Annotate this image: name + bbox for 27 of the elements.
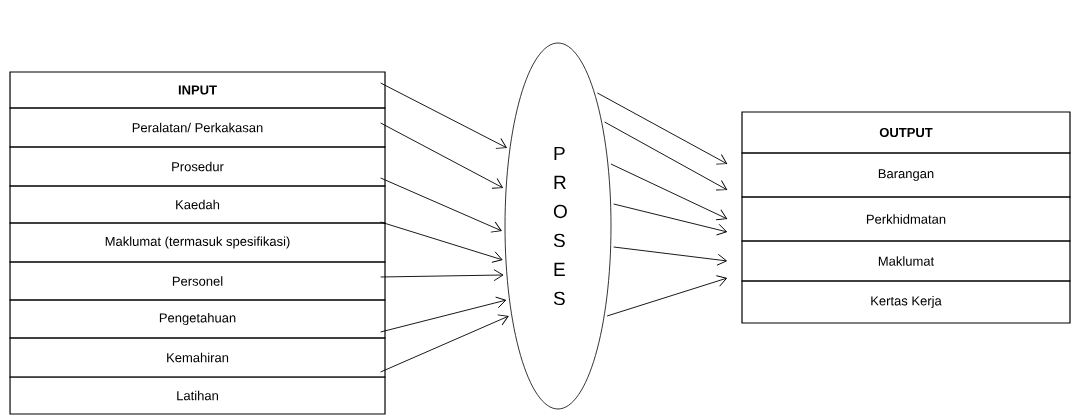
arrow	[613, 203, 727, 236]
table-row: Kertas Kerja	[741, 280, 1071, 324]
table-row: Kemahiran	[9, 337, 386, 378]
arrow	[380, 82, 507, 149]
arrow	[596, 92, 728, 165]
table-row: Kaedah	[9, 185, 386, 224]
arrow	[606, 275, 728, 317]
table-row: Barangan	[741, 152, 1071, 198]
arrow	[380, 221, 503, 263]
header-cell: INPUT	[9, 71, 386, 109]
table-row: Prosedur	[9, 146, 386, 187]
arrow	[610, 163, 728, 221]
arrow	[613, 246, 727, 266]
arrow	[380, 122, 503, 189]
table-row: Pengetahuan	[9, 299, 386, 339]
table-row: Personel	[9, 261, 386, 301]
table-row: Peralatan/ Perkakasan	[9, 107, 386, 148]
header-cell: OUTPUT	[741, 111, 1071, 154]
table-row: Perkhidmatan	[741, 196, 1071, 242]
table-row: Latihan	[9, 376, 386, 415]
arrow	[380, 177, 502, 233]
arrow	[604, 121, 728, 191]
arrow	[380, 269, 504, 282]
table-row: Maklumat	[741, 240, 1071, 282]
table-row: Maklumat (termasuk spesifikasi)	[9, 222, 386, 263]
arrow	[380, 296, 507, 333]
arrow	[380, 314, 509, 373]
